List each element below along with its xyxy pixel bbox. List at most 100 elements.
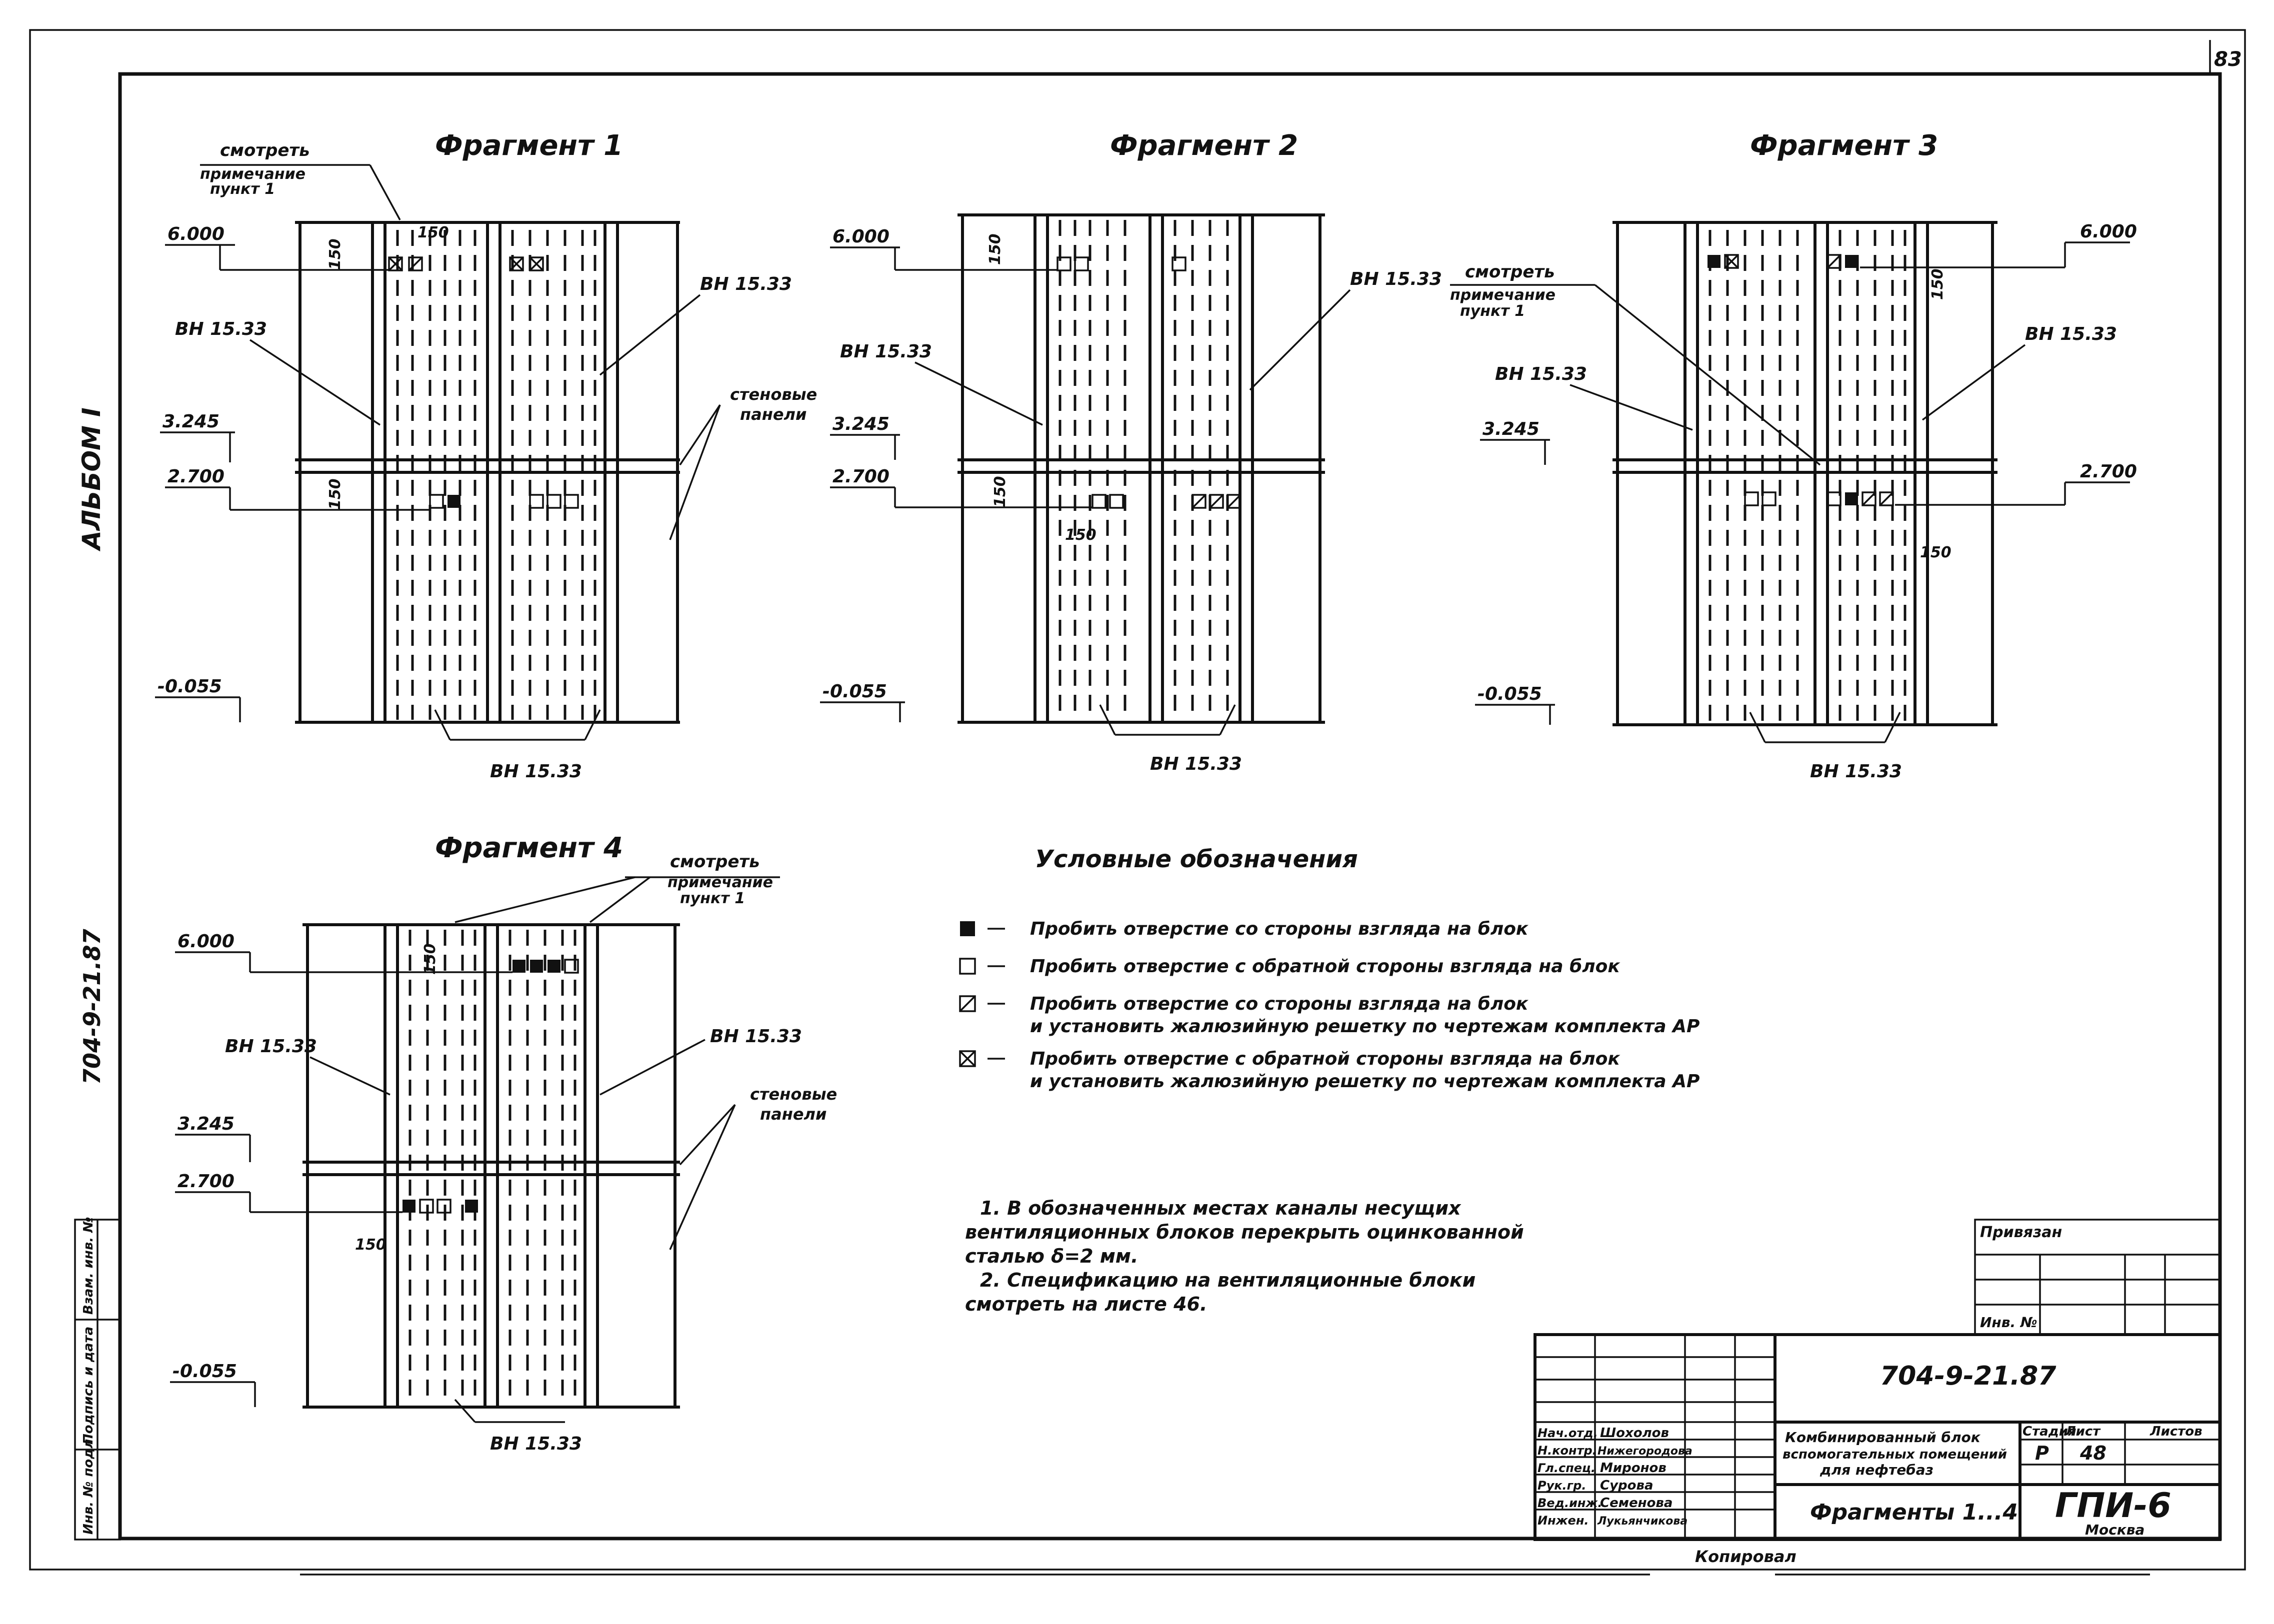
margin-project-code: 704-9-21.87 (78, 929, 106, 1085)
level-6000: 6.000 (168, 224, 224, 244)
sheet-label: Лист (2064, 1424, 2101, 1439)
name-3: Миронов (1600, 1461, 1666, 1476)
fragment-title: Фрагмент 1 (435, 129, 623, 162)
name-6: Лукьянчикова (1597, 1515, 1688, 1528)
level-2700: 2.700 (2080, 461, 2137, 482)
dim-150-top: 150 (1929, 268, 1946, 300)
description-3: для нефтебаз (1820, 1462, 1934, 1478)
legend-item-3b: и установить жалюзийную решетку по черте… (1030, 1016, 1700, 1037)
block-label-left: ВН 15.33 (175, 319, 267, 339)
name-2: Нижегородова (1598, 1445, 1692, 1458)
note-line-2: вентиляционных блоков перекрыть оцинкова… (965, 1221, 1524, 1243)
note-line-5: смотреть на листе 46. (965, 1293, 1207, 1315)
name-5: Семенова (1600, 1496, 1672, 1511)
dim-150-side: 150 (992, 476, 1009, 507)
role-6: Инжен. (1538, 1514, 1589, 1528)
level-2700: 2.700 (168, 466, 224, 487)
note-line-4: 2. Спецификацию на вентиляционные блоки (980, 1269, 1476, 1291)
city: Москва (2085, 1522, 2144, 1538)
fragment-3: Фрагмент 3 смотреть примечание пункт 1 (1450, 129, 2137, 782)
stamp-col-1: Инв. № подл. (81, 1434, 96, 1535)
sheet-number: 83 (2214, 48, 2242, 71)
see-note-line-3: пункт 1 (210, 180, 275, 198)
legend-symbol-open (959, 958, 976, 975)
note-line-3: сталью δ=2 мм. (965, 1245, 1138, 1267)
legend-item-4b: и установить жалюзийную решетку по черте… (1030, 1071, 1700, 1092)
legend-symbol-hatched (959, 995, 976, 1012)
block-label-left: ВН 15.33 (225, 1036, 317, 1057)
dim-150-bottom: 150 (1920, 544, 1952, 561)
sheet-value: 48 (2080, 1442, 2106, 1464)
legend-item-4a: Пробить отверстие с обратной стороны взг… (1030, 1049, 1620, 1069)
level-minus-0055: -0.055 (158, 676, 222, 697)
album-label: АЛЬБОМ I (77, 407, 106, 552)
level-3245: 3.245 (832, 414, 890, 434)
title-code: 704-9-21.87 (1880, 1361, 2056, 1391)
see-note-line-1: смотреть (1465, 262, 1555, 282)
name-1: Шохолов (1600, 1426, 1669, 1441)
wall-panels-line-1: стеновые (750, 1085, 837, 1104)
see-note-line-3: пункт 1 (1460, 302, 1525, 320)
see-note-line-2: примечание (200, 165, 306, 183)
role-3: Гл.спец. (1538, 1461, 1596, 1475)
role-1: Нач.отд. (1538, 1426, 1598, 1440)
fragment-2: Фрагмент 2 6.000 3.245 (820, 129, 1442, 774)
see-note-line-1: смотреть (670, 852, 760, 872)
block-label-right: ВН 15.33 (2025, 324, 2117, 344)
sheet-title: Фрагменты 1...4 (1810, 1500, 2018, 1525)
see-note-line-2: примечание (1450, 286, 1556, 304)
block-label-bottom: ВН 15.33 (1150, 754, 1242, 774)
fragment-4: Фрагмент 4 смотреть примечание пункт 1 (170, 832, 837, 1454)
stage-label: Стадия (2022, 1424, 2076, 1439)
outer-frame (29, 29, 2246, 1571)
dim-150-side: 150 (326, 238, 344, 270)
level-2700: 2.700 (832, 466, 890, 487)
role-2: Н.контр. (1538, 1444, 1597, 1458)
level-6000: 6.000 (178, 931, 234, 952)
binding-block: Привязан Инв. № (1974, 1219, 2221, 1336)
level-3245: 3.245 (178, 1114, 234, 1134)
dim-150-top: 150 (986, 233, 1004, 265)
role-5: Вед.инж. (1538, 1496, 1602, 1510)
dim-150-top: 150 (422, 943, 439, 975)
dim-150-top: 150 (418, 224, 449, 241)
block-label-left: ВН 15.33 (1495, 364, 1587, 384)
legend: Условные обозначения Пробить отверстие с… (959, 845, 1700, 1092)
legend-symbol-filled (960, 921, 975, 936)
see-note-line-1: смотреть (220, 140, 310, 160)
sheets-label: Листов (2150, 1424, 2202, 1439)
level-minus-0055: -0.055 (1478, 684, 1542, 704)
binding-label: Привязан (1980, 1224, 2062, 1241)
fragment-title: Фрагмент 2 (1110, 129, 1298, 162)
inv-label: Инв. № (1980, 1314, 2038, 1331)
fragment-title: Фрагмент 3 (1750, 129, 1938, 162)
drawing-frame (118, 72, 2222, 1541)
legend-item-1: Пробить отверстие со стороны взгляда на … (1030, 919, 1529, 939)
legend-symbol-crossed (959, 1050, 976, 1067)
dim-150-lower: 150 (326, 478, 344, 510)
role-4: Рук.гр. (1538, 1479, 1586, 1493)
legend-item-2: Пробить отверстие с обратной стороны взг… (1030, 956, 1620, 977)
stamp-col-2: Подпись и дата (81, 1327, 96, 1445)
level-3245: 3.245 (162, 411, 220, 432)
block-label-bottom: ВН 15.33 (490, 761, 582, 782)
level-6000: 6.000 (2080, 221, 2137, 242)
wall-panels-line-1: стеновые (730, 385, 817, 404)
margin-stamp: Инв. № подл. Подпись и дата Взам. инв. № (74, 1217, 121, 1541)
dim-150-bottom: 150 (1065, 526, 1096, 544)
legend-item-3a: Пробить отверстие со стороны взгляда на … (1030, 994, 1529, 1014)
block-label-bottom: ВН 15.33 (490, 1434, 582, 1454)
notes: 1. В обозначенных местах каналы несущих … (965, 1197, 1524, 1315)
level-minus-0055: -0.055 (822, 681, 887, 702)
block-label-left: ВН 15.33 (840, 341, 932, 362)
note-line-1: 1. В обозначенных местах каналы несущих (980, 1197, 1462, 1219)
stage-value: Р (2035, 1442, 2049, 1464)
name-4: Сурова (1600, 1478, 1654, 1493)
block-label-right: ВН 15.33 (1350, 269, 1442, 289)
fragment-title: Фрагмент 4 (435, 832, 623, 864)
block-label-bottom: ВН 15.33 (1810, 761, 1902, 782)
fragment-1: Фрагмент 1 смотреть примечание пункт 1 (155, 129, 817, 782)
block-label-right: ВН 15.33 (710, 1026, 802, 1047)
description-1: Комбинированный блок (1785, 1429, 1981, 1446)
